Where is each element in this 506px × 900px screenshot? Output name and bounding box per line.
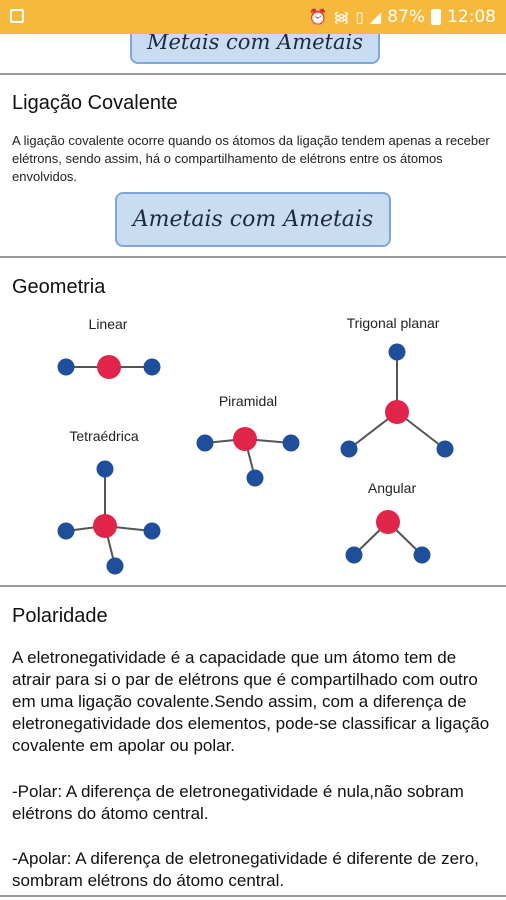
divider	[0, 256, 506, 258]
molecule-angular	[345, 510, 431, 564]
battery-percent: 87%	[387, 7, 425, 27]
gallery-notification-icon	[10, 9, 24, 23]
label-trigonal-planar: Trigonal planar	[346, 315, 440, 331]
ametais-com-ametais-button[interactable]: Ametais com Ametais	[115, 192, 391, 247]
label-tetraedrica: Tetraédrica	[69, 428, 139, 444]
polaridade-text: A eletronegatividade é a capacidade que …	[12, 648, 490, 755]
metais-com-ametais-button[interactable]: Metais com Ametais	[130, 34, 380, 64]
outer-atom	[143, 522, 161, 540]
battery-icon	[431, 9, 441, 25]
outer-atom	[143, 358, 161, 376]
outer-atom	[436, 440, 454, 458]
apolar-text: -Apolar: A diferença de eletronegativida…	[12, 849, 479, 890]
outer-atom	[388, 343, 406, 361]
divider	[0, 895, 506, 897]
central-atom	[233, 427, 257, 451]
outer-atom	[246, 469, 264, 487]
status-icons: ⏰ ᯼ ▯ ◢ 87% 12:08	[309, 5, 496, 29]
molecule-piramidal	[196, 427, 300, 487]
outer-atom	[57, 522, 75, 540]
label-linear: Linear	[88, 316, 128, 332]
outer-atom	[345, 546, 363, 564]
status-bar: ⏰ ᯼ ▯ ◢ 87% 12:08	[0, 0, 506, 34]
central-atom	[376, 510, 400, 534]
section-title-covalente: Ligação Covalente	[12, 92, 178, 114]
central-atom	[97, 355, 121, 379]
outer-atom	[282, 434, 300, 452]
geometry-diagrams	[57, 343, 454, 575]
sim-icon: ▯	[355, 8, 364, 26]
central-atom	[385, 400, 409, 424]
divider	[0, 73, 506, 75]
outer-atom	[96, 460, 114, 478]
molecule-linear	[57, 355, 161, 379]
molecule-trigonal-planar	[340, 343, 454, 458]
section-title-geometria: Geometria	[12, 276, 106, 298]
outer-atom	[413, 546, 431, 564]
signal-icon: ◢	[369, 8, 382, 26]
divider	[0, 585, 506, 587]
outer-atom	[106, 557, 124, 575]
button-label: Metais com Ametais	[146, 34, 363, 54]
scroll-content[interactable]: Metais com Ametais Ligação Covalente A l…	[0, 34, 506, 900]
outer-atom	[196, 434, 214, 452]
wifi-icon: ᯼	[333, 8, 350, 26]
section-title-polaridade: Polaridade	[12, 605, 108, 627]
clock: 12:08	[447, 7, 496, 27]
label-angular: Angular	[367, 480, 417, 496]
alarm-icon: ⏰	[308, 8, 328, 26]
button-label: Ametais com Ametais	[132, 207, 374, 232]
label-piramidal: Piramidal	[218, 393, 278, 409]
covalente-text: A ligação covalente ocorre quando os áto…	[12, 133, 490, 184]
polar-text: -Polar: A diferença de eletronegatividad…	[12, 782, 464, 823]
central-atom	[93, 514, 117, 538]
outer-atom	[340, 440, 358, 458]
outer-atom	[57, 358, 75, 376]
molecule-tetraedrica	[57, 460, 161, 575]
